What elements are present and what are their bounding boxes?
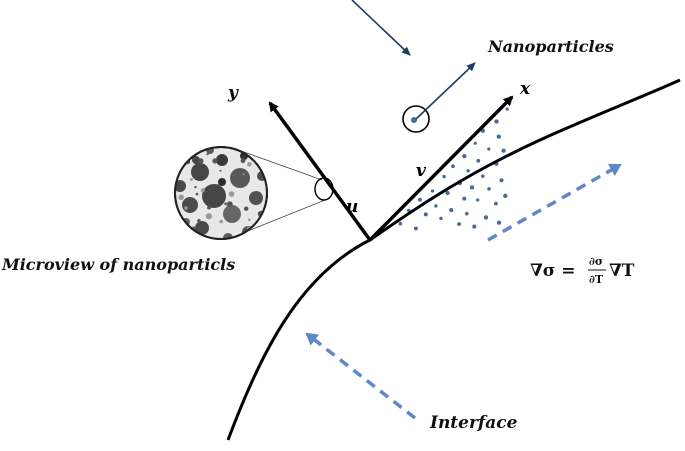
micro-particle-speck	[205, 213, 212, 220]
u-component-label: u	[346, 197, 358, 217]
nanoparticle-dot	[494, 201, 498, 206]
nanoparticle-dot	[462, 196, 467, 201]
micro-particle-speck	[226, 201, 233, 208]
micro-particle	[202, 184, 226, 208]
nanoparticle-dot	[423, 212, 428, 217]
nanoparticle-dot	[483, 215, 489, 220]
micro-particle-speck	[248, 218, 251, 222]
micro-particle-speck	[240, 158, 246, 164]
selected-nanoparticle-ring	[402, 105, 430, 133]
nanoparticle-dot	[430, 189, 435, 193]
selected-nanoparticle-dot	[411, 117, 417, 123]
y-axis-label: y	[227, 83, 239, 103]
micro-particle-speck	[178, 220, 183, 226]
micro-particle	[195, 221, 209, 235]
micro-particle-speck	[254, 197, 259, 202]
micro-particle-speck	[219, 219, 223, 224]
v-component-label: v	[416, 161, 427, 181]
micro-particle-speck	[200, 188, 205, 193]
micro-particle-speck	[247, 162, 252, 167]
nanoparticle-dot	[466, 169, 470, 173]
micro-particle-speck	[190, 178, 193, 181]
micro-particle	[223, 205, 241, 223]
micro-particle-speck	[217, 183, 220, 186]
micro-particle	[230, 168, 250, 188]
nanoparticle-dot	[487, 187, 491, 191]
nanoparticle-dot	[439, 216, 443, 221]
microview-label: Microview of nanoparticls	[1, 255, 235, 274]
micro-particle-speck	[219, 169, 222, 172]
micro-particle-speck	[177, 161, 183, 166]
nanoparticle-dot	[472, 224, 477, 229]
micro-particle	[191, 163, 209, 181]
equation-rhs: ∇T	[609, 261, 635, 281]
micro-particle-speck	[212, 158, 218, 164]
micro-particle-speck	[195, 192, 199, 196]
interface-curve	[226, 78, 681, 441]
micro-particle-speck	[228, 191, 235, 197]
micro-particle-speck	[206, 153, 209, 156]
dashed-arrow-interface	[305, 332, 417, 420]
nanoparticle-dot	[451, 164, 455, 169]
nanoparticle-dot	[476, 198, 480, 202]
nanoparticle-dot-field	[398, 107, 509, 231]
micro-particle-speck	[244, 206, 249, 211]
equation-numerator: ∂σ	[589, 255, 603, 268]
equation-lhs: ∇σ =	[530, 261, 581, 281]
equation-denominator: ∂T	[589, 273, 604, 286]
nanoparticle-dot	[465, 211, 469, 216]
x-axis-label: x	[519, 79, 531, 99]
nanoparticles-pointer-arrow	[415, 62, 476, 120]
nanoparticle-dot	[494, 119, 499, 124]
x-axis-arrow	[368, 95, 514, 242]
micro-particle-speck	[182, 229, 189, 236]
nanoparticle-dot	[496, 220, 502, 225]
nanoparticle-dot	[434, 204, 438, 208]
nanoparticle-dot	[449, 208, 454, 213]
nanoparticle-dot	[457, 222, 462, 226]
nanoparticle-dot	[445, 190, 450, 196]
micro-particle-speck	[184, 152, 190, 158]
micro-particle-speck	[242, 173, 245, 176]
nanoparticle-dot	[418, 197, 422, 202]
micro-particle-speck	[181, 150, 187, 156]
nanoparticle-dot	[473, 141, 477, 145]
micro-particle-speck	[198, 158, 204, 164]
micro-particle-speck	[197, 219, 201, 223]
nanoparticle-dot	[481, 174, 485, 178]
nanoparticle-dot	[413, 226, 418, 231]
nanoparticle-dot	[499, 178, 504, 183]
micro-particle	[216, 154, 228, 166]
nanoparticle-dot	[398, 221, 403, 226]
nanoparticle-dot	[487, 147, 491, 151]
micro-particle-speck	[207, 205, 211, 210]
nanoparticle-dot	[462, 154, 467, 159]
marangoni-equation: ∇σ = ∂σ ∂T ∇T	[530, 255, 635, 286]
micro-particle-speck	[225, 204, 228, 207]
nanoparticle-dot	[496, 134, 501, 139]
micro-particle-speck	[178, 194, 184, 201]
nanoparticle-dot	[469, 185, 475, 190]
interface-label: Interface	[429, 413, 518, 433]
micro-particle	[218, 178, 226, 186]
microview-magnifier	[174, 146, 334, 240]
y-axis-arrow	[268, 101, 372, 242]
nanoparticle-dot	[503, 193, 508, 198]
flow-arrow	[351, 0, 411, 56]
nanoparticles-label: Nanoparticles	[487, 37, 614, 56]
nanoparticle-dot	[476, 158, 481, 163]
micro-particle	[192, 156, 200, 164]
nanoparticle-dot	[505, 107, 509, 111]
micro-particle-speck	[184, 206, 188, 210]
micro-particle	[182, 197, 198, 213]
micro-particle-speck	[194, 185, 197, 189]
dashed-arrow-right	[487, 163, 622, 242]
nanoparticle-dot	[442, 174, 446, 179]
nanoparticle-dot	[501, 148, 506, 153]
